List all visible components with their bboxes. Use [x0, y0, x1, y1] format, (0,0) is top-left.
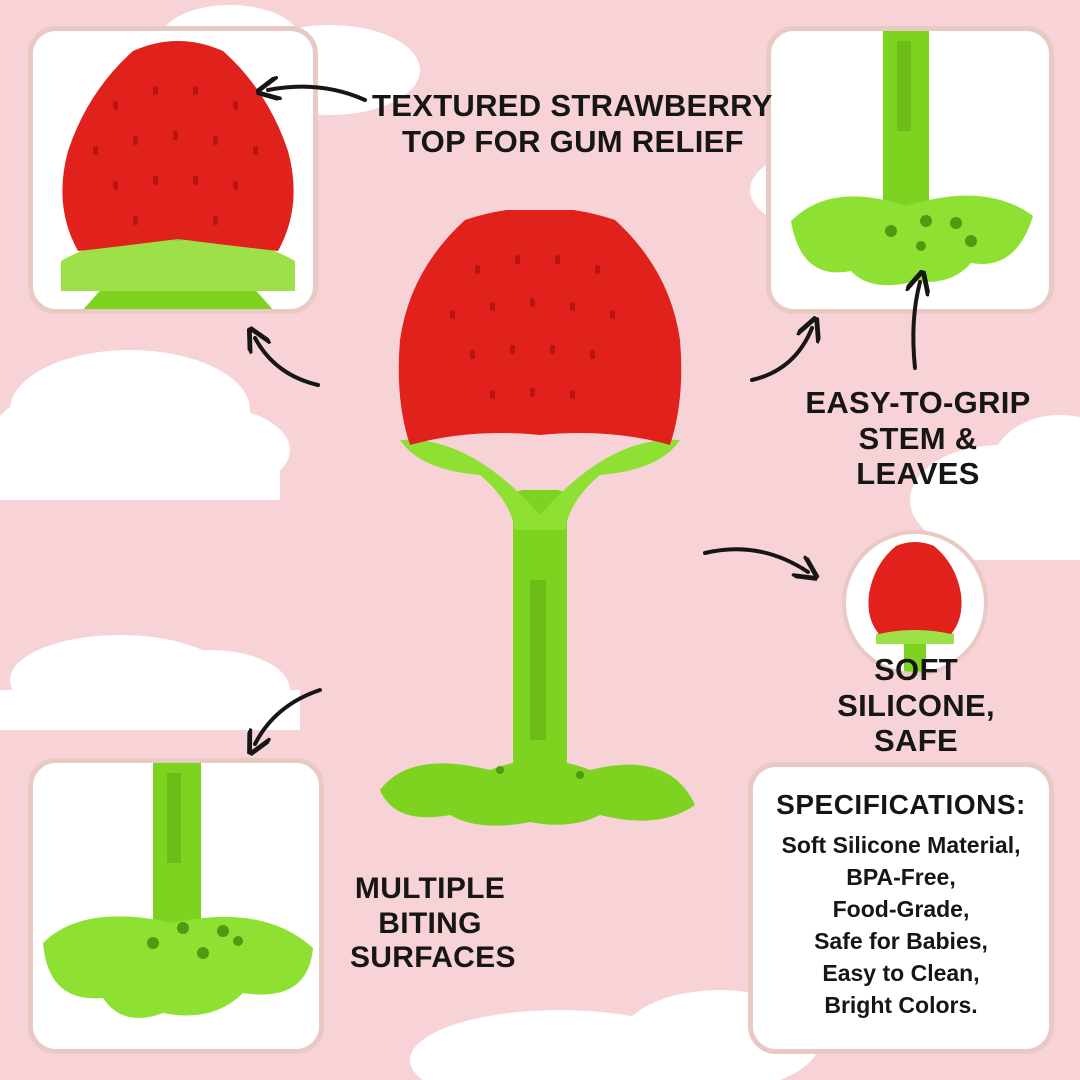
- specifications-list: Soft Silicone Material, BPA-Free, Food-G…: [753, 829, 1049, 1021]
- callout-line: SOFT SILICONE,: [837, 652, 995, 723]
- spec-item: Safe for Babies,: [814, 928, 988, 954]
- cloud-shape: [910, 415, 1080, 560]
- callout-line: BITING: [378, 906, 482, 940]
- strawberry-top-image: [61, 41, 295, 309]
- callout-line: STEM & LEAVES: [856, 420, 980, 492]
- specifications-title: SPECIFICATIONS:: [776, 789, 1026, 820]
- small-strawberry-image: [868, 542, 962, 672]
- base-leaves-image: [43, 763, 313, 1018]
- detail-panel-top: [28, 26, 318, 314]
- callout-line: EASY-TO-GRIP: [805, 385, 1031, 420]
- callout-line: TEXTURED STRAWBERRY: [372, 88, 773, 123]
- spec-item: Easy to Clean,: [822, 960, 980, 986]
- callout-line: TOP FOR GUM RELIEF: [402, 123, 744, 159]
- callout-grip: EASY-TO-GRIP STEM & LEAVES: [800, 385, 1036, 492]
- spec-item: Soft Silicone Material,: [781, 832, 1021, 858]
- callout-strawberry-top: TEXTURED STRAWBERRY TOP FOR GUM RELIEF: [372, 88, 773, 159]
- spec-item: BPA-Free,: [846, 864, 956, 890]
- spec-item: Bright Colors.: [824, 992, 978, 1018]
- callout-line: SURFACES: [350, 941, 516, 974]
- detail-panel-base: [28, 758, 324, 1054]
- cloud-shape: [0, 350, 290, 500]
- callout-biting: MULTIPLE BITING SURFACES: [350, 872, 516, 976]
- strawberry-teether-main-image: [380, 210, 695, 826]
- stem-base-image: [791, 31, 1033, 286]
- specifications-box: SPECIFICATIONS: Soft Silicone Material, …: [748, 762, 1054, 1054]
- cloud-shape: [0, 635, 300, 730]
- detail-panel-stem: [766, 26, 1054, 314]
- callout-line: MULTIPLE: [354, 872, 506, 905]
- detail-circle-strawberry: [842, 530, 988, 676]
- spec-item: Food-Grade,: [832, 896, 970, 922]
